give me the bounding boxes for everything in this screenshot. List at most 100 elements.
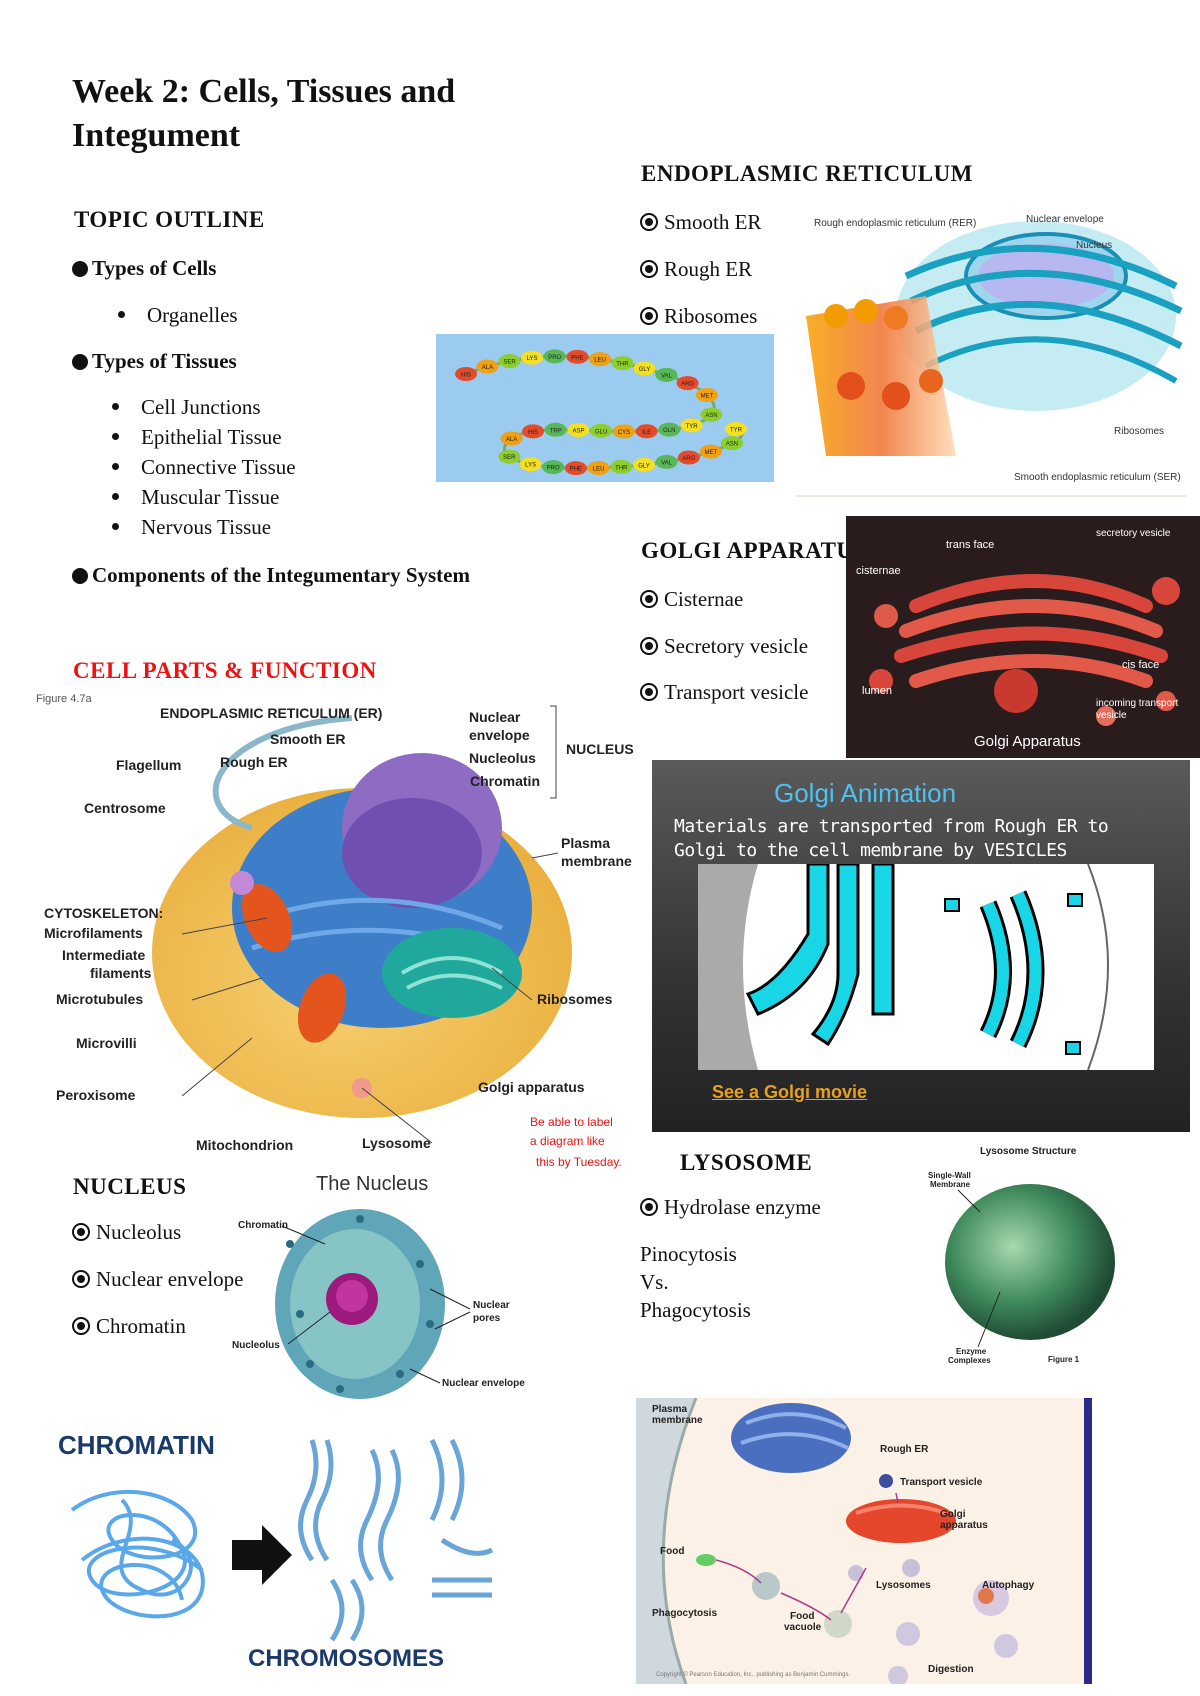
bullet-icon [72,1270,90,1288]
protein-bead-label: SER [503,455,516,461]
golgi-animation-line1: Materials are transported from Rough ER … [674,816,1109,837]
pathway-autophagy: Autophagy [982,1580,1035,1591]
cell-label-microvilli: Microvilli [76,1035,137,1051]
protein-bead-label: CYS [618,430,630,436]
protein-bead-label: TYR [730,428,743,434]
golgi-item-secretory: Secretory vesicle [640,635,808,657]
nucleus-item-chromatin: Chromatin [72,1315,186,1337]
nucleus-heading: NUCLEUS [73,1174,187,1199]
er-fig-ribosomes: Ribosomes [1114,426,1164,437]
cell-label-nucleus: NUCLEUS [566,741,634,757]
cell-label-plasma-1: Plasma [561,835,610,851]
protein-bead [720,436,743,451]
cell-label-golgi: Golgi apparatus [478,1079,585,1095]
pathway-food-vac-1: Food [790,1611,814,1622]
lysosome-fig-figure: Figure 1 [1048,1355,1080,1364]
golgi-fig-caption: Golgi Apparatus [974,733,1081,750]
protein-bead-label: PRO [548,355,561,361]
protein-bead [522,424,545,439]
nucleus-item-nucleolus: Nucleolus [72,1221,181,1243]
protein-bead [567,423,590,438]
bullet-icon [112,433,119,440]
pathway-copyright: Copyright © Pearson Education, Inc., pub… [656,1672,851,1678]
pathway-golgi-2: apparatus [940,1520,988,1531]
protein-bead [655,454,678,469]
cell-diagram: Figure 4.7a ENDOPLASMIC RETICULUM (ER) S… [32,688,652,1162]
protein-bead-label: THR [616,362,629,368]
golgi-fig-secretory: secretory vesicle [1096,528,1171,539]
lysosome-fig-enzyme-2: Complexes [948,1356,991,1365]
nucleus-fig-pores-1: Nuclear [473,1300,510,1311]
cell-fig-label: Figure 4.7a [36,693,93,705]
protein-bead-label: GLY [638,463,650,469]
bullet-icon [112,493,119,500]
protein-bead-label: ASN [726,442,738,448]
protein-bead [677,450,700,465]
cell-label-flagellum: Flagellum [116,757,181,773]
protein-bead [680,418,703,433]
er-item-ribosomes: Ribosomes [640,305,757,327]
protein-bead [476,359,499,374]
chromatin-svg: CHROMATIN CHROMOSOMES [58,1430,494,1672]
golgi-animation-frame [698,862,1154,1071]
bullet-icon [72,261,88,277]
pathway-transport: Transport vesicle [900,1477,983,1488]
bullet-icon [640,1198,658,1216]
golgi-item-transport: Transport vesicle [640,681,808,703]
bullet-icon [640,307,658,325]
er-item-rough: Rough ER [640,258,752,280]
protein-bead-label: ASN [705,413,717,419]
lysosome-text-0: Pinocytosis [640,1242,737,1266]
protein-bead-label: LEU [594,358,606,364]
nucleus-fig-title: The Nucleus [316,1173,428,1195]
protein-bead [635,424,658,439]
protein-bead-label: ALA [482,365,493,371]
protein-bead-label: PHE [571,355,583,361]
protein-bead [700,407,723,422]
protein-bead-label: GLY [639,367,651,373]
bullet-icon [118,311,125,318]
cell-parts-heading: CELL PARTS & FUNCTION [73,658,377,683]
pathway-rough-er: Rough ER [880,1444,929,1455]
topic-outline-heading: TOPIC OUTLINE [74,207,265,232]
lysosome-fig-wall-2: Membrane [930,1180,971,1189]
er-heading: ENDOPLASMIC RETICULUM [641,161,973,186]
cell-note-2: a diagram like [530,1134,605,1148]
protein-bead-label: MET [704,450,717,456]
bullet-icon [640,637,658,655]
bullet-icon [640,590,658,608]
protein-bead [498,449,521,464]
protein-bead [590,423,613,438]
protein-bead [655,367,678,382]
golgi-animation-panel: Golgi Animation Materials are transporte… [652,760,1190,1132]
protein-bead [587,460,610,475]
protein-bead-label: SER [503,360,516,366]
protein-bead-label: THR [615,465,628,471]
cell-label-nucleolus: Nucleolus [469,750,536,766]
bullet-icon [640,683,658,701]
cell-label-intermediate-1: Intermediate [62,947,145,963]
golgi-movie-link[interactable]: See a Golgi movie [712,1082,868,1102]
golgi-fig-trans: trans face [946,539,994,551]
protein-bead-label: LYS [525,463,536,469]
protein-bead [521,350,544,365]
bullet-icon [72,1223,90,1241]
bullet-icon [112,463,119,470]
protein-bead [612,424,635,439]
bullet-icon [112,523,119,530]
outline-tissue-2: Connective Tissue [112,456,296,478]
page-title: Week 2: Cells, Tissues and Integument [72,73,456,154]
pathway-lysosomes: Lysosomes [876,1580,931,1591]
er-fig-ser: Smooth endoplasmic reticulum (SER) [1014,472,1181,483]
lysosome-diagram-svg: Lysosome Structure Single-Wall Membrane … [928,1146,1115,1365]
outline-types-of-cells: Types of Cells [72,257,216,279]
golgi-fig-cis: cis face [1122,659,1159,671]
protein-bead [676,376,699,391]
golgi-heading: GOLGI APPARATUS [641,538,867,563]
cell-label-rough-er: Rough ER [220,754,288,770]
protein-bead [658,422,681,437]
nucleus-diagram: The Nucleus Chromatin Nuclear pores Nucl… [230,1164,540,1414]
golgi-fig-incoming-1: incoming transport [1096,698,1178,709]
